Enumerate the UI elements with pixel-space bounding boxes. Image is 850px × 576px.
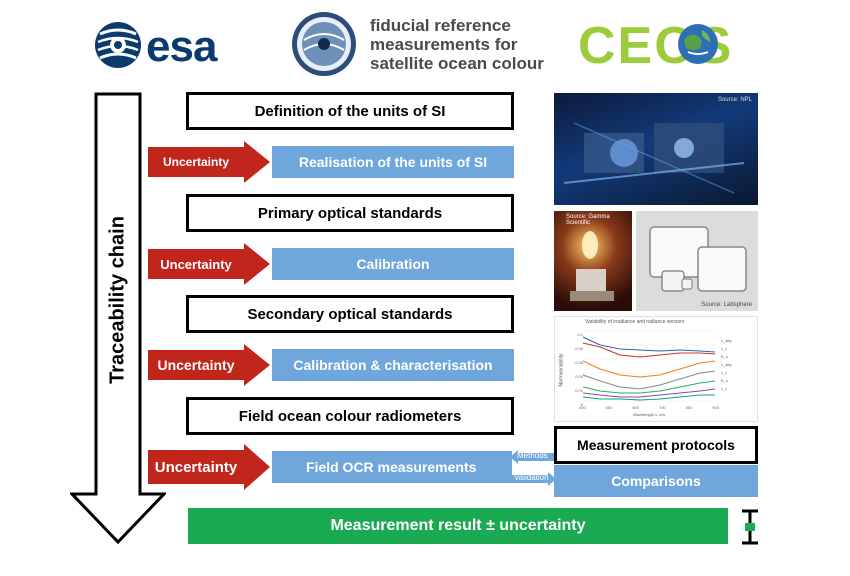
uncertainty-arrow-4: Uncertainty	[148, 444, 270, 490]
traceability-arrow	[70, 92, 166, 544]
plot-legend-entry: L_t	[721, 370, 727, 375]
plot-ytick: 0.02	[575, 388, 583, 393]
gamma-source-caption: Source: Gamma Scientific	[566, 214, 610, 226]
calibration-box: Calibration	[272, 248, 514, 280]
field-radiometers-box: Field ocean colour radiometers	[186, 397, 514, 435]
plot-xtick: 400	[579, 405, 586, 410]
uncertainty-label-3: Uncertainty	[157, 357, 235, 373]
esa-logo: esa	[92, 20, 252, 72]
methods-arrow	[510, 450, 556, 464]
plot-legend-entry: L_t	[721, 386, 727, 391]
plot-ytick: 0.06	[575, 360, 583, 365]
esa-logo-text: esa	[146, 22, 217, 71]
plot-ytick: 0.08	[575, 346, 583, 351]
field-ocr-measurements-label: Field OCR measurements	[306, 459, 477, 475]
labsphere-panels-photo: Source: Labsphere	[636, 211, 758, 311]
plot-legend-entry: L_t	[721, 346, 727, 351]
frm-logo-line-1: fiducial reference	[370, 16, 511, 35]
secondary-standards-box: Secondary optical standards	[186, 295, 514, 333]
comparisons-box: Comparisons	[554, 465, 758, 497]
field-ocr-measurements-box: Field OCR measurements	[272, 451, 512, 483]
frm-logo-line-3: satellite ocean colour	[370, 54, 544, 73]
calibration-characterisation-box: Calibration & characterisation	[272, 349, 514, 381]
measurement-result-bar: Measurement result ± uncertainty	[188, 508, 728, 544]
plot-legend-entry: L_sky	[721, 338, 732, 343]
plot-xtick: 900	[712, 405, 719, 410]
ceos-logo: CEOS	[578, 14, 768, 75]
plot-title: Variability of irradiance and radiance s…	[585, 319, 685, 325]
labsphere-source-caption: Source: Labsphere	[701, 302, 752, 308]
npl-source-caption: Source: NPL	[717, 97, 752, 103]
variability-plot: Variability of irradiance and radiance s…	[554, 316, 758, 422]
npl-lab-photo: Source: NPL	[554, 93, 758, 205]
frm-logo-line-2: measurements for	[370, 35, 518, 54]
plot-ytick: 0.04	[575, 374, 583, 379]
uncertainty-arrow-3: Uncertainty	[148, 344, 270, 386]
uncertainty-label-1: Uncertainty	[162, 155, 230, 169]
plot-xtick: 700	[658, 405, 666, 410]
plot-legend-entry: L_sky	[721, 362, 732, 367]
plot-xtick: 500	[605, 405, 613, 410]
plot-xtick: 600	[632, 405, 639, 410]
traceability-label: Traceability chain	[106, 216, 129, 384]
si-realisation-box: Realisation of the units of SI	[272, 146, 514, 178]
error-bar-icon	[742, 509, 758, 545]
plot-ytick: 0	[580, 402, 583, 407]
primary-standards-box: Primary optical standards	[186, 194, 514, 232]
methods-label: Methods	[517, 451, 548, 460]
plot-legend-entry: E_s	[721, 378, 728, 383]
plot-ytick: 0.1	[577, 332, 583, 337]
uncertainty-label-4: Uncertainty	[154, 458, 238, 476]
gamma-lamp-photo: Source: Gamma Scientific	[554, 211, 632, 311]
validation-arrow	[510, 472, 556, 486]
si-units-definition-box: Definition of the units of SI	[186, 92, 514, 130]
plot-legend-entry: E_s	[721, 354, 728, 359]
plot-xlabel: Wavelength λ, nm	[633, 412, 665, 417]
uncertainty-label-2: Uncertainty	[160, 256, 232, 272]
uncertainty-arrow-1: Uncertainty	[148, 141, 270, 183]
measurement-protocols-box: Measurement protocols	[554, 426, 758, 464]
plot-xtick: 800	[685, 405, 693, 410]
validation-label: Validation	[514, 473, 549, 482]
uncertainty-arrow-2: Uncertainty	[148, 243, 270, 285]
frm-logo: fiducial reference measurements for sate…	[290, 10, 565, 80]
